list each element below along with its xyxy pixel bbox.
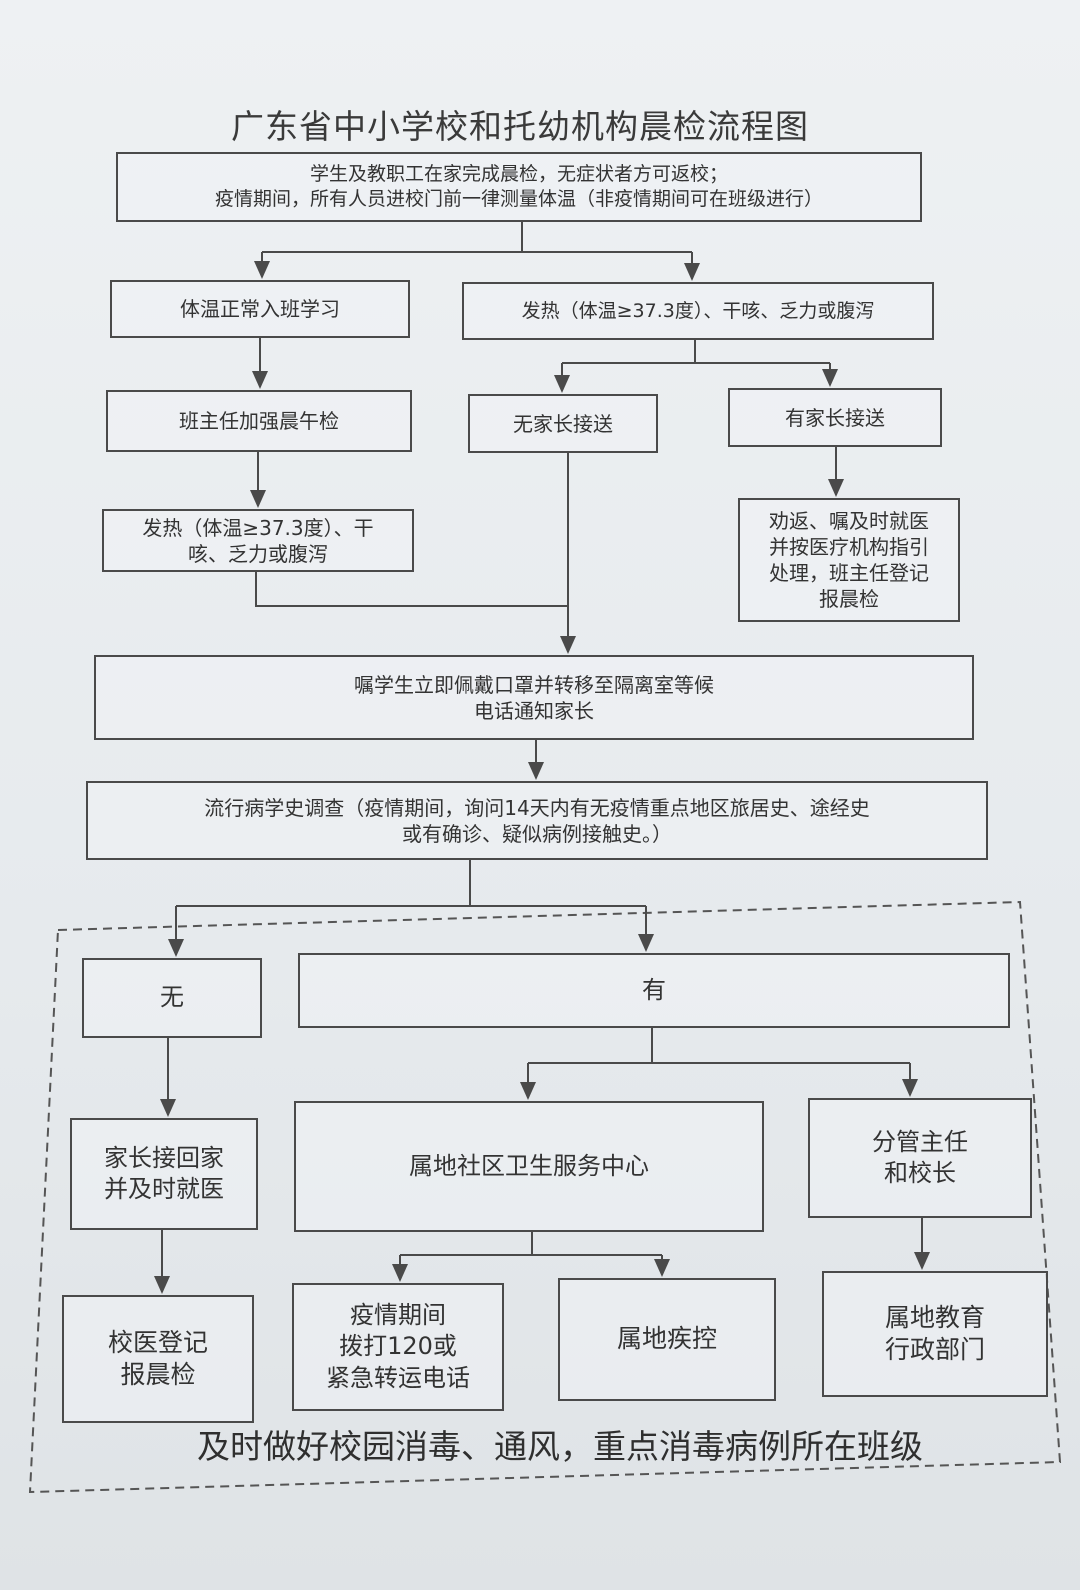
parent-pickup-text: 家长接回家 并及时就医 xyxy=(104,1143,224,1203)
yes-box: 有 xyxy=(298,953,1010,1028)
school-doctor-box: 校医登记 报晨检 xyxy=(62,1295,254,1423)
no-parent-text: 无家长接送 xyxy=(513,411,613,436)
community-center-text: 属地社区卫生服务中心 xyxy=(409,1151,649,1180)
dashed-region-border xyxy=(28,900,1062,1494)
normal-temp-text: 体温正常入班学习 xyxy=(180,297,340,321)
local-edu-text: 属地教育 行政部门 xyxy=(884,1302,985,1365)
local-cdc-text: 属地疾控 xyxy=(616,1324,717,1354)
start-text: 学生及教职工在家完成晨检，无症状者方可返校； 疫情期间，所有人员进校门前一律测量… xyxy=(214,163,823,210)
start-box: 学生及教职工在家完成晨检，无症状者方可返校； 疫情期间，所有人员进校门前一律测量… xyxy=(116,152,922,222)
connector-fever-later-to-isolate xyxy=(255,572,568,607)
epi-survey-box: 流行病学史调查（疫情期间，询问14天内有无疫情重点地区旅居史、途经史 或有确诊、… xyxy=(86,781,988,860)
isolate-text: 嘱学生立即佩戴口罩并转移至隔离室等候 电话通知家长 xyxy=(354,672,714,723)
none-box: 无 xyxy=(82,958,262,1038)
director-principal-text: 分管主任 和校长 xyxy=(872,1127,968,1187)
fever-later-box: 发热（体温≥37.3度）、干 咳、乏力或腹泻 xyxy=(102,509,414,572)
call-120-text: 疫情期间 拨打120或 紧急转运电话 xyxy=(326,1301,470,1392)
advise-return-box: 劝返、嘱及时就医 并按医疗机构指引 处理，班主任登记 报晨检 xyxy=(738,498,960,622)
teacher-check-text: 班主任加强晨午检 xyxy=(179,409,339,433)
fever-box: 发热（体温≥37.3度）、干咳、乏力或腹泻 xyxy=(462,282,934,340)
chart-title: 广东省中小学校和托幼机构晨检流程图 xyxy=(231,107,809,146)
parent-pickup-box: 家长接回家 并及时就医 xyxy=(70,1118,258,1230)
community-center-box: 属地社区卫生服务中心 xyxy=(294,1101,764,1232)
local-cdc-box: 属地疾控 xyxy=(558,1278,776,1401)
normal-temp-box: 体温正常入班学习 xyxy=(110,280,410,338)
footer-note: 及时做好校园消毒、通风，重点消毒病例所在班级 xyxy=(197,1427,923,1466)
call-120-box: 疫情期间 拨打120或 紧急转运电话 xyxy=(292,1283,504,1411)
teacher-check-box: 班主任加强晨午检 xyxy=(106,390,412,452)
isolate-box: 嘱学生立即佩戴口罩并转移至隔离室等候 电话通知家长 xyxy=(94,655,974,740)
none-text: 无 xyxy=(160,983,184,1012)
has-parent-text: 有家长接送 xyxy=(785,405,885,430)
local-edu-box: 属地教育 行政部门 xyxy=(822,1271,1048,1397)
school-doctor-text: 校医登记 报晨检 xyxy=(107,1327,208,1390)
fever-text: 发热（体温≥37.3度）、干咳、乏力或腹泻 xyxy=(521,299,875,322)
fever-later-text: 发热（体温≥37.3度）、干 咳、乏力或腹泻 xyxy=(142,515,374,566)
director-principal-box: 分管主任 和校长 xyxy=(808,1098,1032,1218)
has-parent-box: 有家长接送 xyxy=(728,388,942,447)
epi-survey-text: 流行病学史调查（疫情期间，询问14天内有无疫情重点地区旅居史、途经史 或有确诊、… xyxy=(204,795,870,846)
advise-return-text: 劝返、嘱及时就医 并按医疗机构指引 处理，班主任登记 报晨检 xyxy=(769,509,929,611)
yes-text: 有 xyxy=(642,975,666,1004)
no-parent-box: 无家长接送 xyxy=(468,394,658,453)
